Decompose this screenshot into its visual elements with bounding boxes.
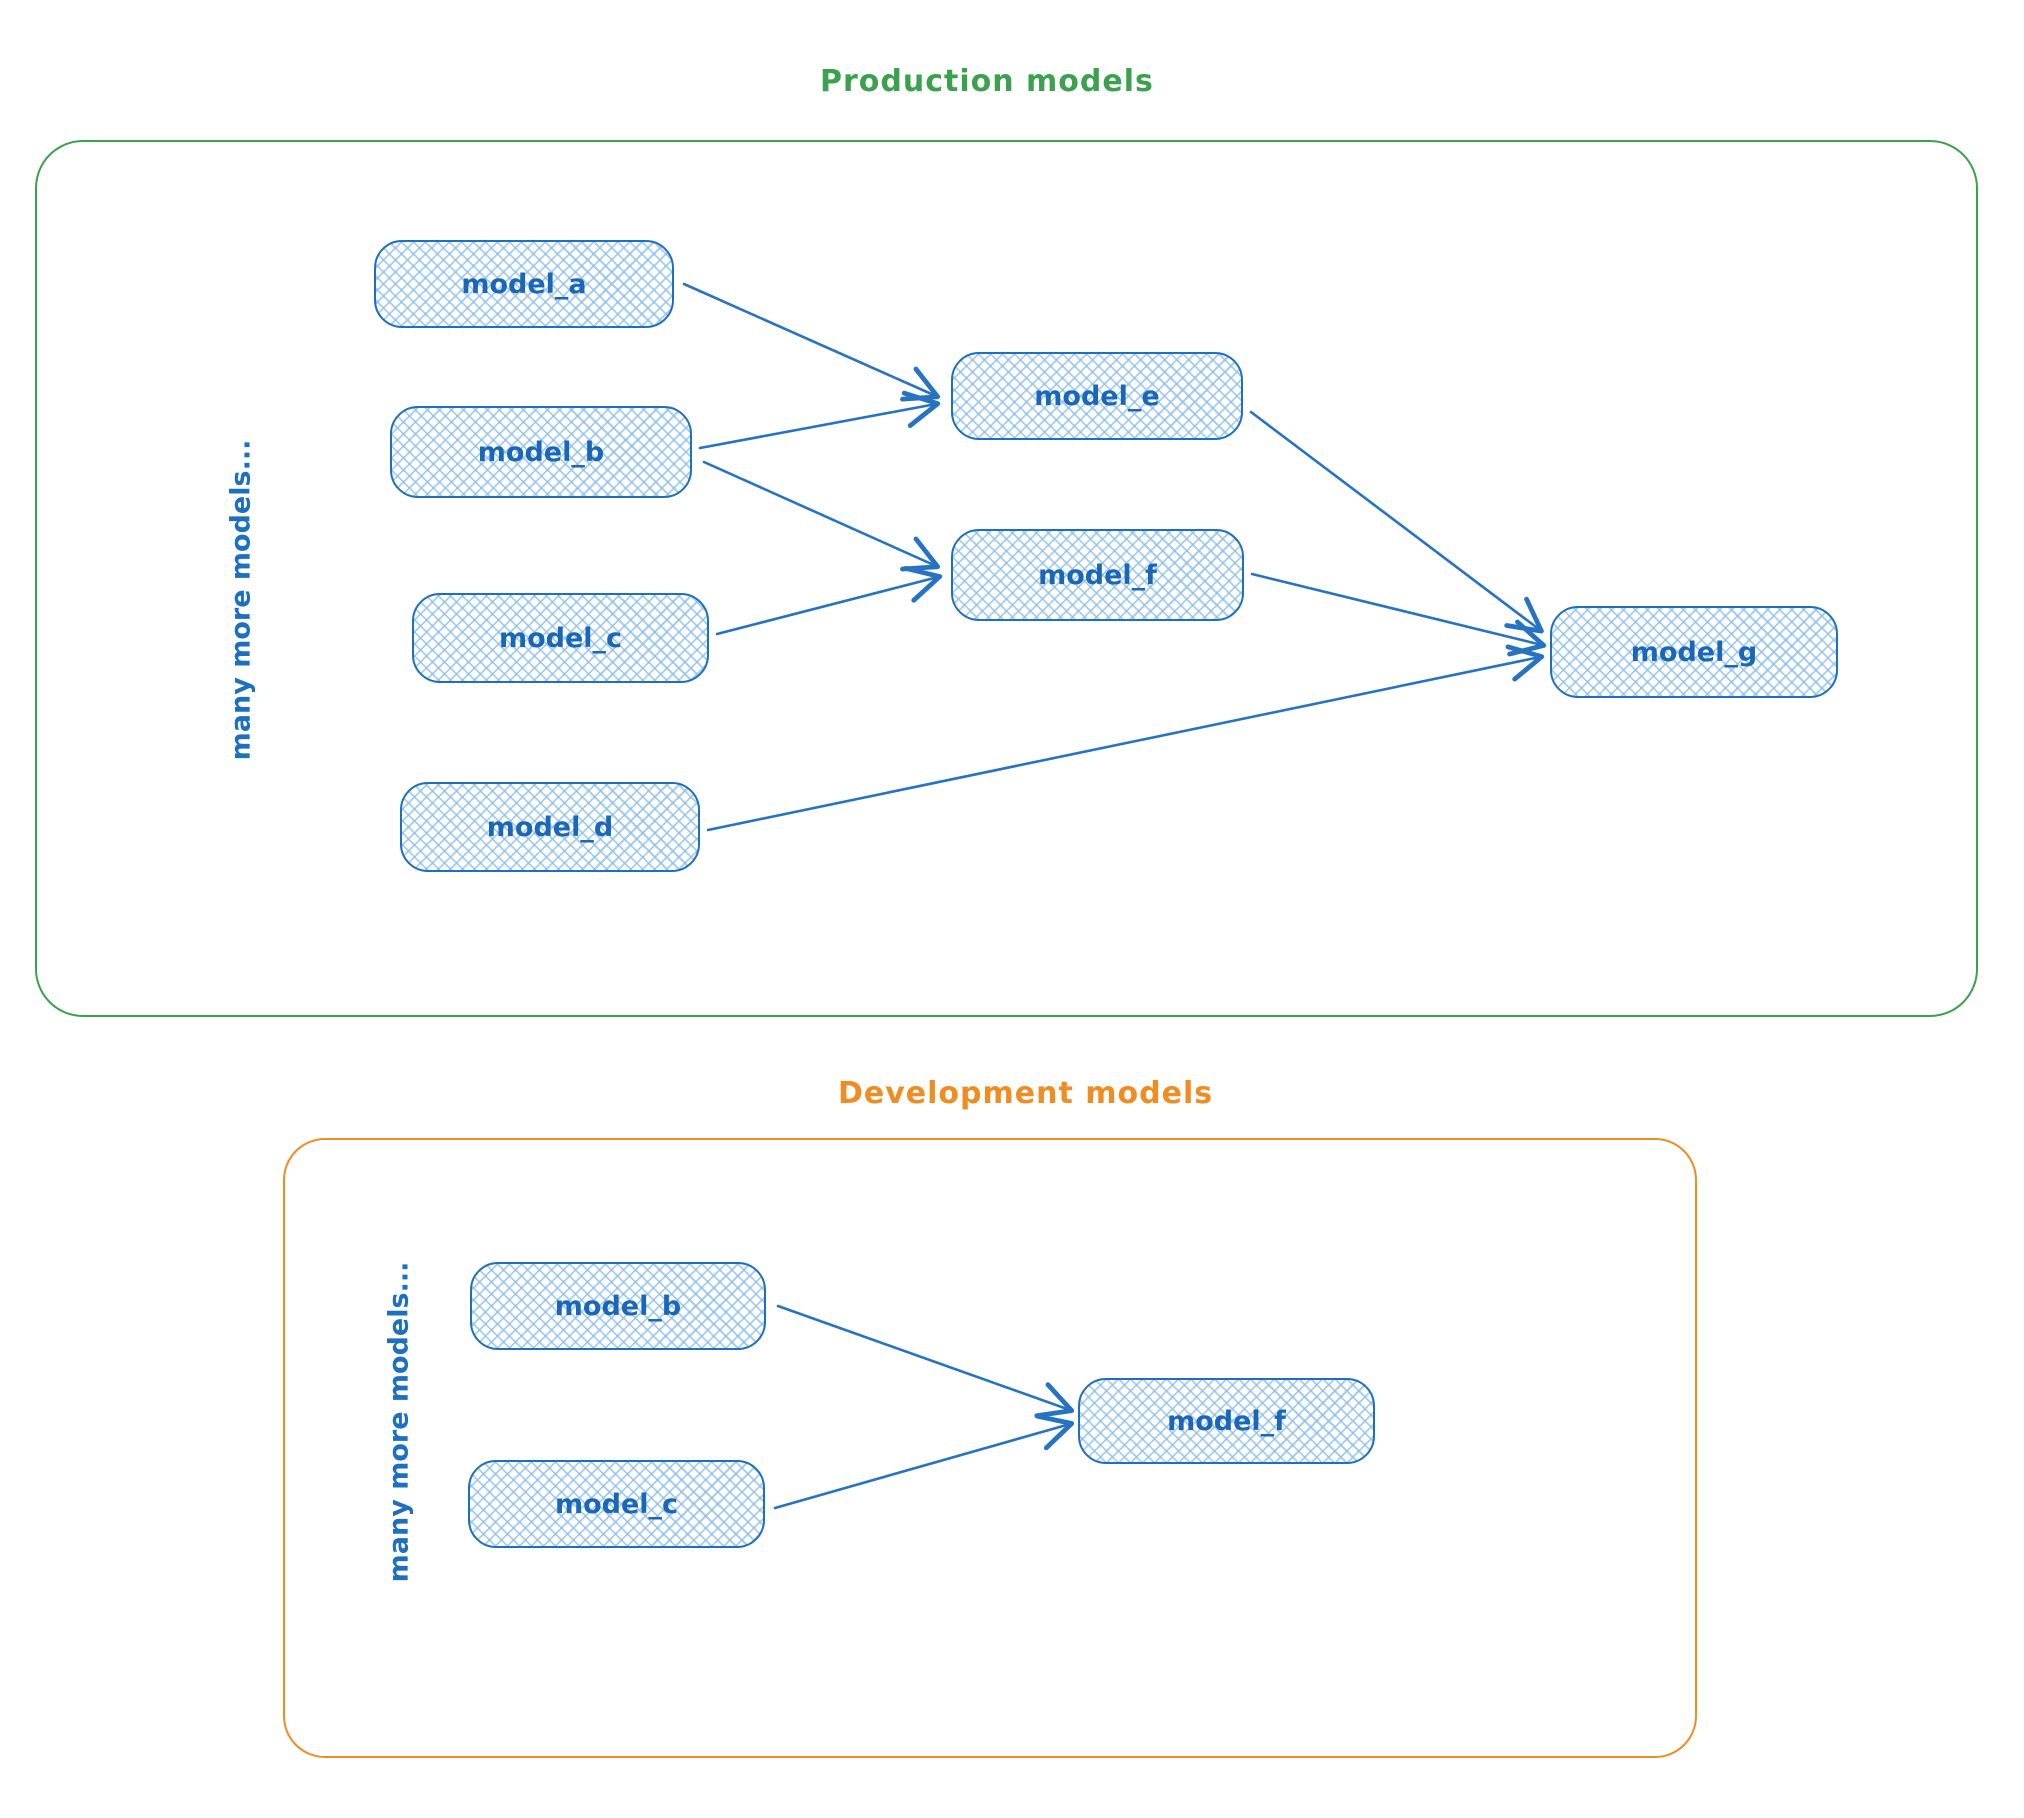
node-model-f-label: model_f <box>1038 559 1157 591</box>
node-model-e-label: model_e <box>1034 380 1160 412</box>
node-dev-model-c: model_c <box>468 1460 765 1548</box>
node-dev-model-b: model_b <box>470 1262 766 1350</box>
node-model-g: model_g <box>1550 606 1838 698</box>
node-model-b-label: model_b <box>477 436 605 468</box>
node-dev-model-f-label: model_f <box>1167 1405 1286 1437</box>
production-section-frame <box>35 140 1978 1017</box>
development-section-title: Development models <box>838 1076 1214 1111</box>
production-section-title: Production models <box>820 64 1154 99</box>
node-model-g-label: model_g <box>1630 636 1758 668</box>
node-model-a-label: model_a <box>461 268 587 300</box>
node-model-d-label: model_d <box>486 811 614 843</box>
development-side-label: many more models... <box>383 1261 415 1583</box>
node-model-c-label: model_c <box>498 622 623 654</box>
node-dev-model-c-label: model_c <box>554 1488 679 1520</box>
node-dev-model-f: model_f <box>1078 1378 1375 1464</box>
production-side-label: many more models... <box>225 439 257 761</box>
node-model-d: model_d <box>400 782 700 872</box>
development-section-frame <box>283 1138 1697 1758</box>
node-model-e: model_e <box>951 352 1243 440</box>
node-model-f: model_f <box>951 529 1244 621</box>
node-model-a: model_a <box>374 240 674 328</box>
node-model-b: model_b <box>390 406 692 498</box>
node-model-c: model_c <box>412 593 709 683</box>
node-dev-model-b-label: model_b <box>554 1290 682 1322</box>
